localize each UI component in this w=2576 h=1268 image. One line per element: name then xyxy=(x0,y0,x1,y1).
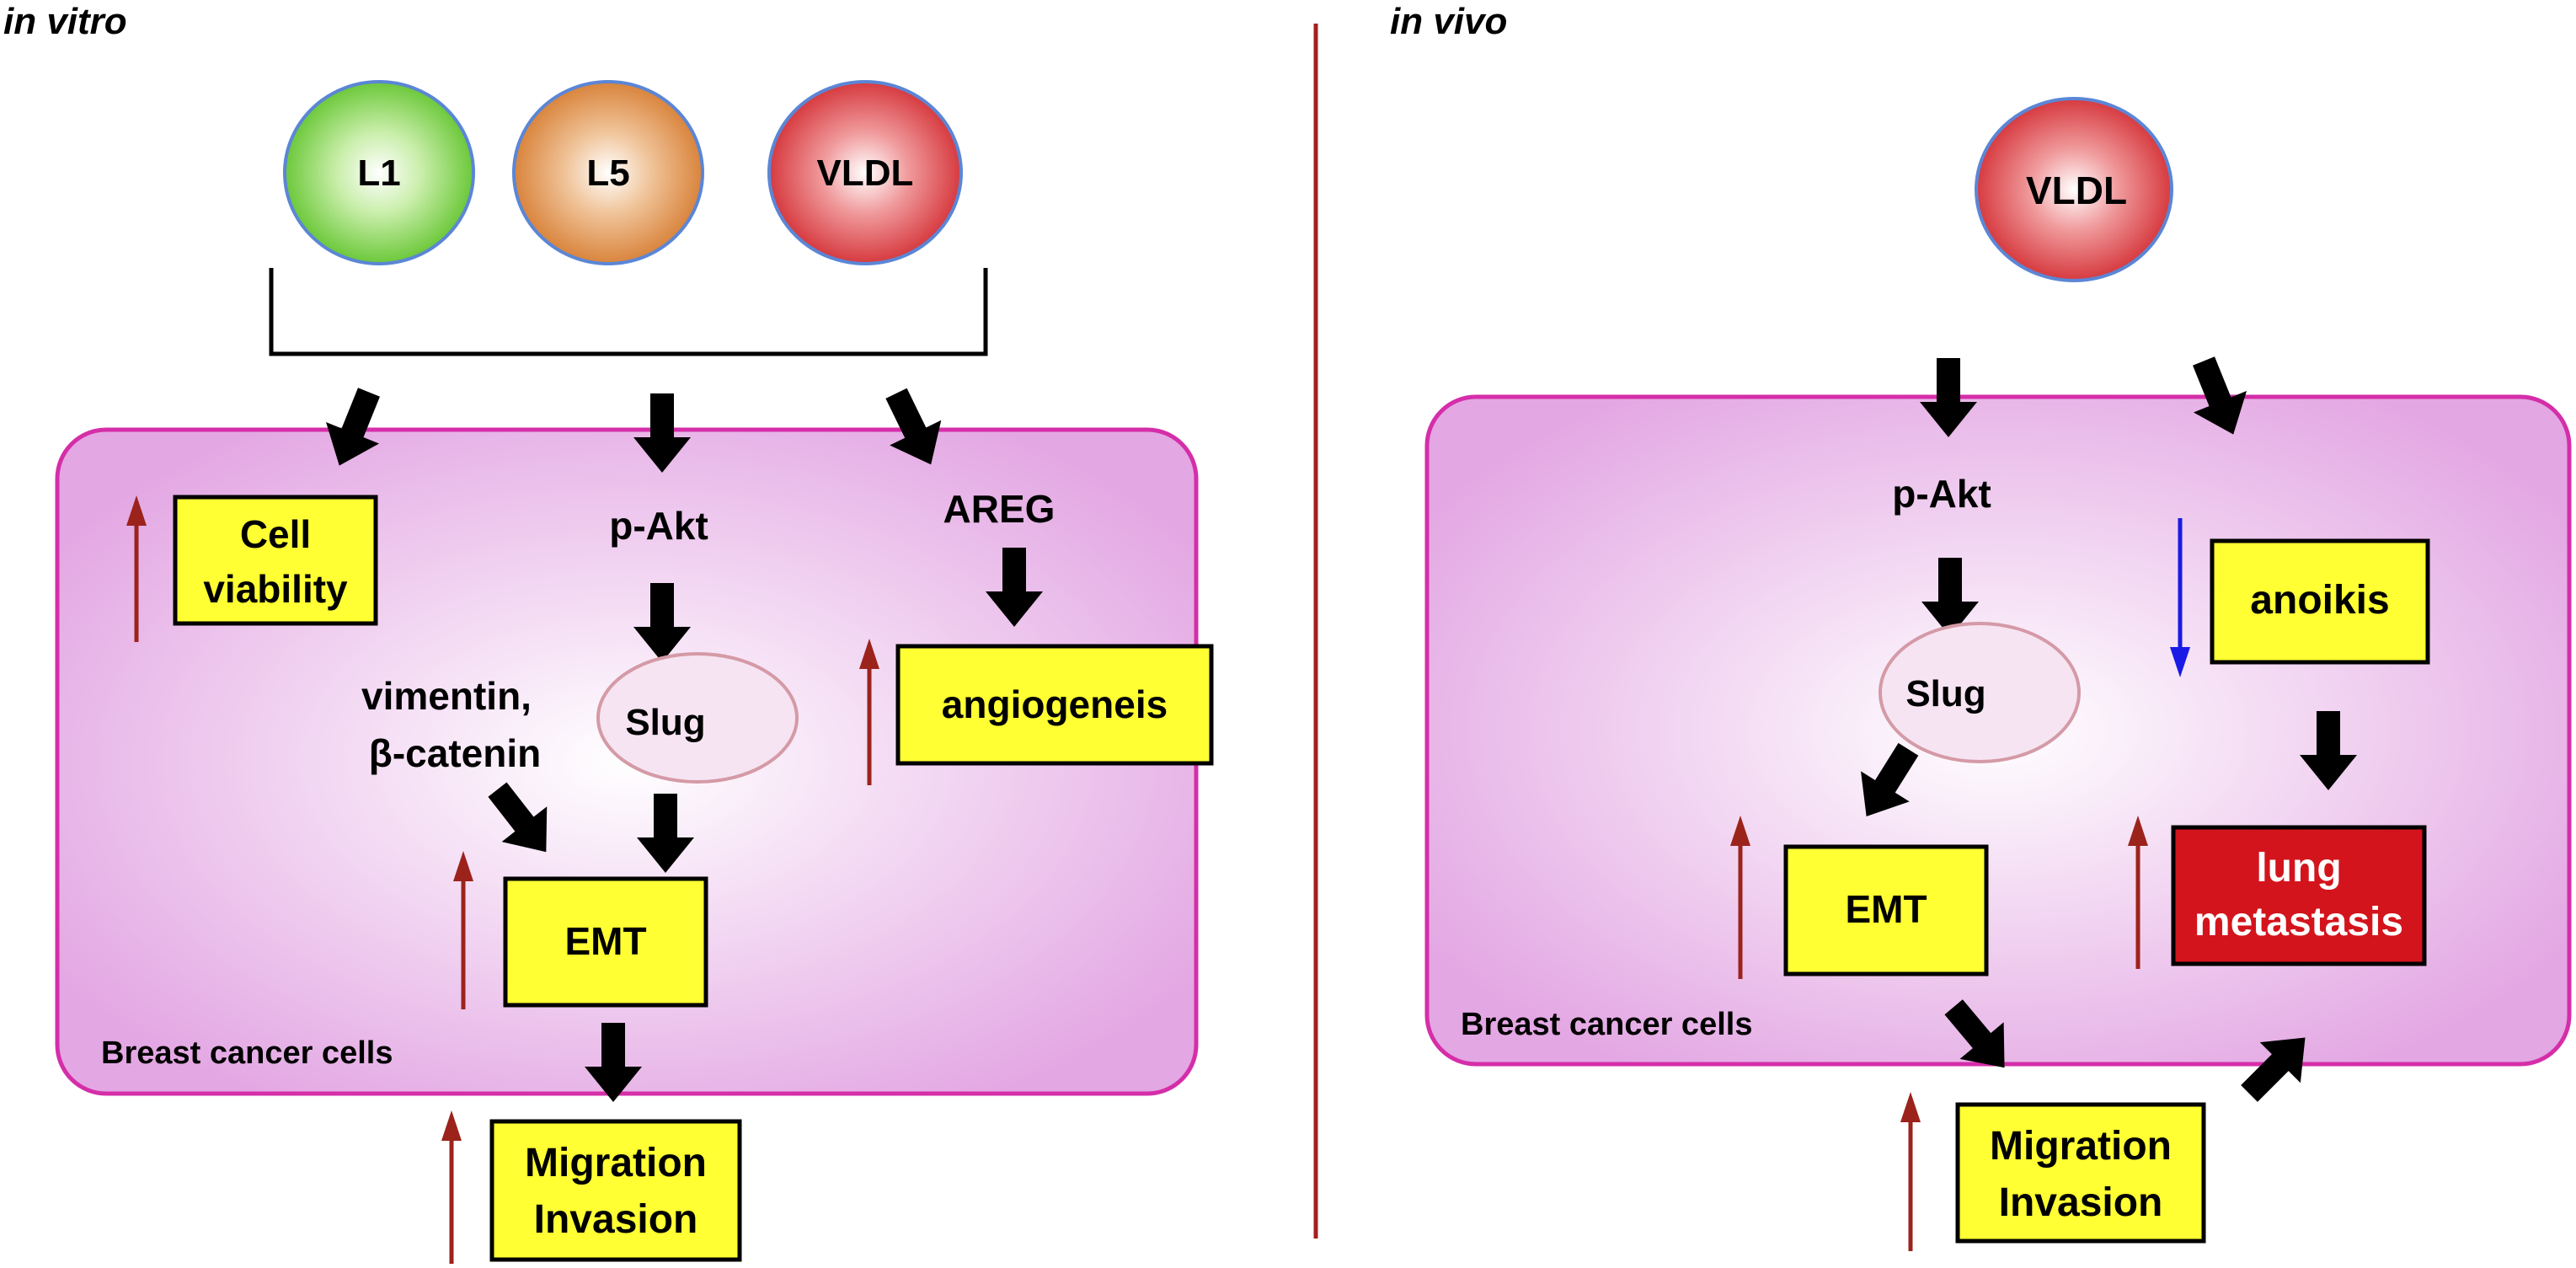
angiogenesis-label: angiogeneis xyxy=(942,682,1168,726)
in-vivo-slug: Slug xyxy=(1879,622,2081,763)
lipoprotein-vldl: VLDL xyxy=(767,80,963,265)
in-vitro-migration-line2: Invasion xyxy=(534,1197,698,1242)
vimentin-line1: vimentin, xyxy=(361,674,532,718)
lipoprotein-l1: L1 xyxy=(283,80,475,265)
in-vivo-emt-label: EMT xyxy=(1845,887,1927,931)
cell-viability-line2: viability xyxy=(203,567,348,611)
lipoprotein-l1-label: L1 xyxy=(357,152,400,194)
angiogenesis-up-arrow-icon xyxy=(859,639,879,785)
lung-metastasis-line1: lung xyxy=(2256,846,2341,891)
in-vitro-cell-label: Breast cancer cells xyxy=(101,1035,393,1071)
lung-metastasis-box: lung metastasis xyxy=(2171,825,2427,966)
in-vivo-migration-box: Migration Invasion xyxy=(1955,1102,2206,1244)
migration-up-arrow-icon xyxy=(441,1110,462,1264)
in-vivo-slug-label: Slug xyxy=(1905,673,1985,714)
in-vitro-slug: Slug xyxy=(596,652,799,784)
in-vitro-pakt-label: p-Akt xyxy=(609,504,708,548)
in-vitro-slug-label: Slug xyxy=(625,702,705,743)
metastasis-up-arrow-icon xyxy=(2128,816,2148,969)
vimentin-line2: β-catenin xyxy=(369,731,541,775)
lipoprotein-l5: L5 xyxy=(512,80,704,265)
viability-up-arrow-icon xyxy=(126,495,147,642)
angiogenesis-box: angiogeneis xyxy=(895,644,1214,766)
lipoprotein-vldl-label: VLDL xyxy=(817,152,914,194)
in-vitro-migration-line1: Migration xyxy=(525,1141,707,1185)
anoikis-label: anoikis xyxy=(2250,578,2389,623)
in-vitro-title: in vitro xyxy=(3,1,127,42)
cell-viability-box: Cell viability xyxy=(173,495,378,626)
emt-up-arrow-icon xyxy=(453,851,473,1009)
in-vitro-panel: in vitro L1 L5 VLDL Cell viability xyxy=(3,1,1214,1264)
in-vivo-migration-line2: Invasion xyxy=(1999,1180,2163,1225)
in-vivo-cell-label: Breast cancer cells xyxy=(1461,1007,1752,1042)
lipoprotein-l5-label: L5 xyxy=(586,152,629,194)
in-vitro-emt-box: EMT xyxy=(503,876,708,1008)
in-vivo-vldl-label: VLDL xyxy=(2026,169,2127,212)
in-vivo-emt-up-arrow-icon xyxy=(1730,816,1750,979)
anoikis-down-arrow-icon xyxy=(2170,518,2190,677)
in-vivo-title: in vivo xyxy=(1390,1,1507,42)
in-vitro-emt-label: EMT xyxy=(564,919,646,963)
in-vitro-migration-box: Migration Invasion xyxy=(489,1119,742,1262)
lung-metastasis-line2: metastasis xyxy=(2194,900,2403,944)
areg-label: AREG xyxy=(943,487,1056,531)
in-vivo-migration-line1: Migration xyxy=(1990,1124,2172,1169)
anoikis-box: anoikis xyxy=(2210,538,2430,665)
in-vivo-panel: in vivo VLDL p-Akt Slug EMT xyxy=(1390,1,2572,1251)
in-vivo-migration-up-arrow-icon xyxy=(1900,1092,1921,1251)
in-vivo-emt-box: EMT xyxy=(1783,844,1989,976)
in-vivo-pakt-label: p-Akt xyxy=(1892,472,1991,516)
in-vivo-lipoprotein-vldl: VLDL xyxy=(1975,97,2173,282)
cell-viability-line1: Cell xyxy=(240,512,311,556)
lipoprotein-bracket xyxy=(269,268,988,356)
